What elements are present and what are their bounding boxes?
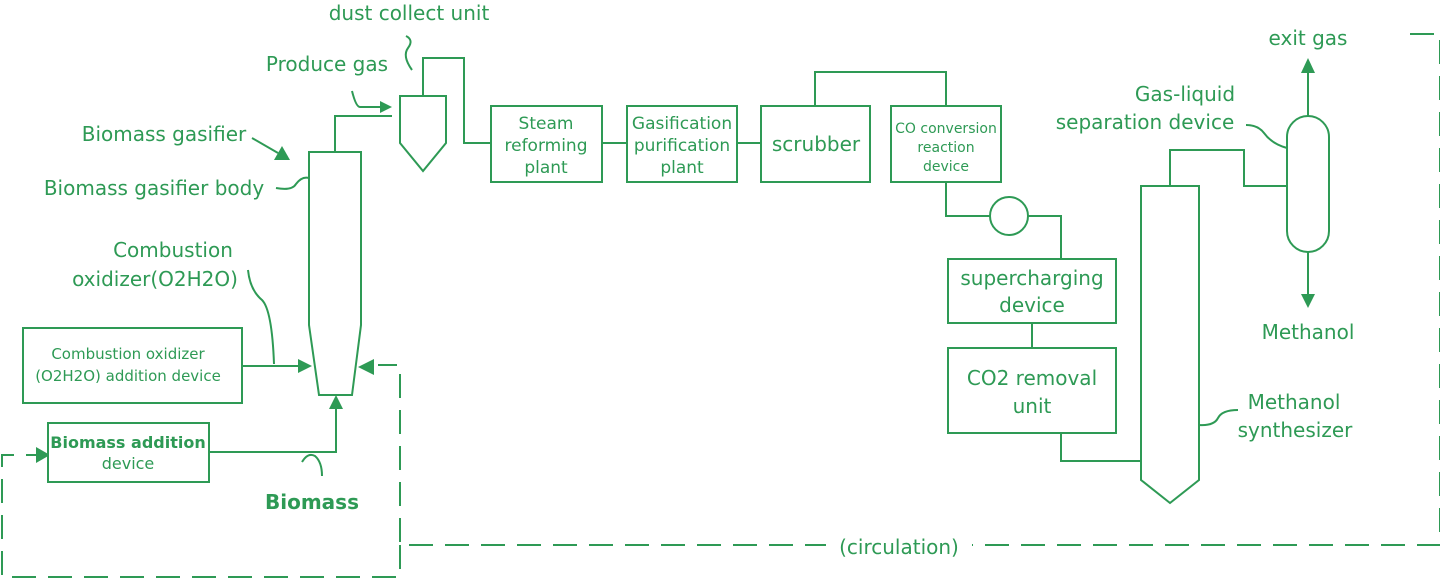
compressor-pump [989,196,1029,236]
methanol-synthesizer-label-line1: Methanol [1248,390,1341,414]
combustion-addition-line2: (O2H2O) addition device [35,367,221,385]
dust-collect-cyclone [399,95,447,173]
combustion-oxidizer-addition-box [22,327,243,404]
combustion-feed-arrow [298,359,312,373]
combustion-oxidizer-leader [247,269,275,365]
biomass-gasifier-label: Biomass gasifier [82,122,247,146]
exit-gas-arrow [1301,58,1315,73]
biomass-gasifier-pointer-arrow [274,146,290,160]
supercharging-line1: supercharging [960,266,1103,290]
gas-liquid-leader [1245,124,1288,149]
gasification-line3: plant [660,158,704,178]
biomass-gasifier-body-label: Biomass gasifier body [44,176,264,200]
circulation-arrow-to-biomass-device [36,447,50,463]
methanol-output-arrow [1301,294,1315,308]
gas-liquid-label-line2: separation device [1056,110,1235,134]
gasifier-body-leader [275,176,310,190]
biomass-addition-box [47,422,210,483]
biomass-addition-line2: device [102,454,155,473]
co2-to-synthesizer-line [1060,433,1141,462]
combustion-addition-line1: Combustion oxidizer [51,345,205,363]
scrubber-box [760,105,871,183]
co-conversion-line2: reaction [917,140,974,156]
combustion-oxidizer-label-line1: Combustion [113,238,233,262]
pump-to-supercharging-line [1028,215,1062,259]
circulation-label: (circulation) [839,535,959,559]
co-conversion-box [890,105,1002,183]
methanol-synthesizer-leader [1198,409,1239,427]
co-to-pump-line [945,182,990,217]
gas-liquid-label-line1: Gas-liquid [1135,82,1235,106]
biomass-feed-line [209,408,337,453]
circulation-arrow-to-gasifier [358,359,374,375]
co2-removal-box [947,347,1117,434]
scrubber-label: scrubber [772,132,861,156]
dust-collect-unit-label: dust collect unit [329,1,490,25]
steam-reforming-line2: reforming [505,136,588,156]
co2-removal-line1: CO2 removal [967,366,1097,390]
co2-removal-line2: unit [1013,394,1052,418]
methanol-output-label: Methanol [1262,320,1355,344]
combustion-oxidizer-label-line2: oxidizer(O2H2O) [72,267,238,291]
exit-gas-label: exit gas [1269,26,1348,50]
co-conversion-line3: device [923,159,969,175]
biomass-feed-arrow [329,395,343,409]
gasifier-to-cyclone-line [334,115,392,152]
scrubber-to-co-line [814,71,947,106]
supercharging-box [947,258,1117,324]
supercharging-line2: device [999,293,1065,317]
gas-liquid-separator [1286,115,1330,253]
cyclone-to-steam-line [422,57,491,144]
produce-gas-arrow [380,101,392,113]
gasification-line2: purification [634,136,730,156]
methanol-synthesizer-label-line2: synthesizer [1238,418,1354,442]
synthesizer-to-separator-line [1169,149,1287,187]
steam-reforming-box [490,105,603,183]
dust-collect-leader [404,35,413,71]
gasification-line1: Gasification [632,114,732,134]
biomass-addition-line1: Biomass addition [50,433,205,452]
biomass-gasifier-body [308,151,362,396]
co-conversion-line1: CO conversion [895,121,997,137]
produce-gas-leader [351,90,380,108]
steam-reforming-line3: plant [524,158,568,178]
steam-reforming-line1: Steam [519,114,574,134]
produce-gas-label: Produce gas [266,52,388,76]
circulation-return-line [1,454,401,578]
methanol-synthesizer [1140,185,1200,505]
biomass-leader [301,453,323,477]
biomass-gasifier-pointer [251,137,279,154]
biomass-label: Biomass [265,490,359,514]
